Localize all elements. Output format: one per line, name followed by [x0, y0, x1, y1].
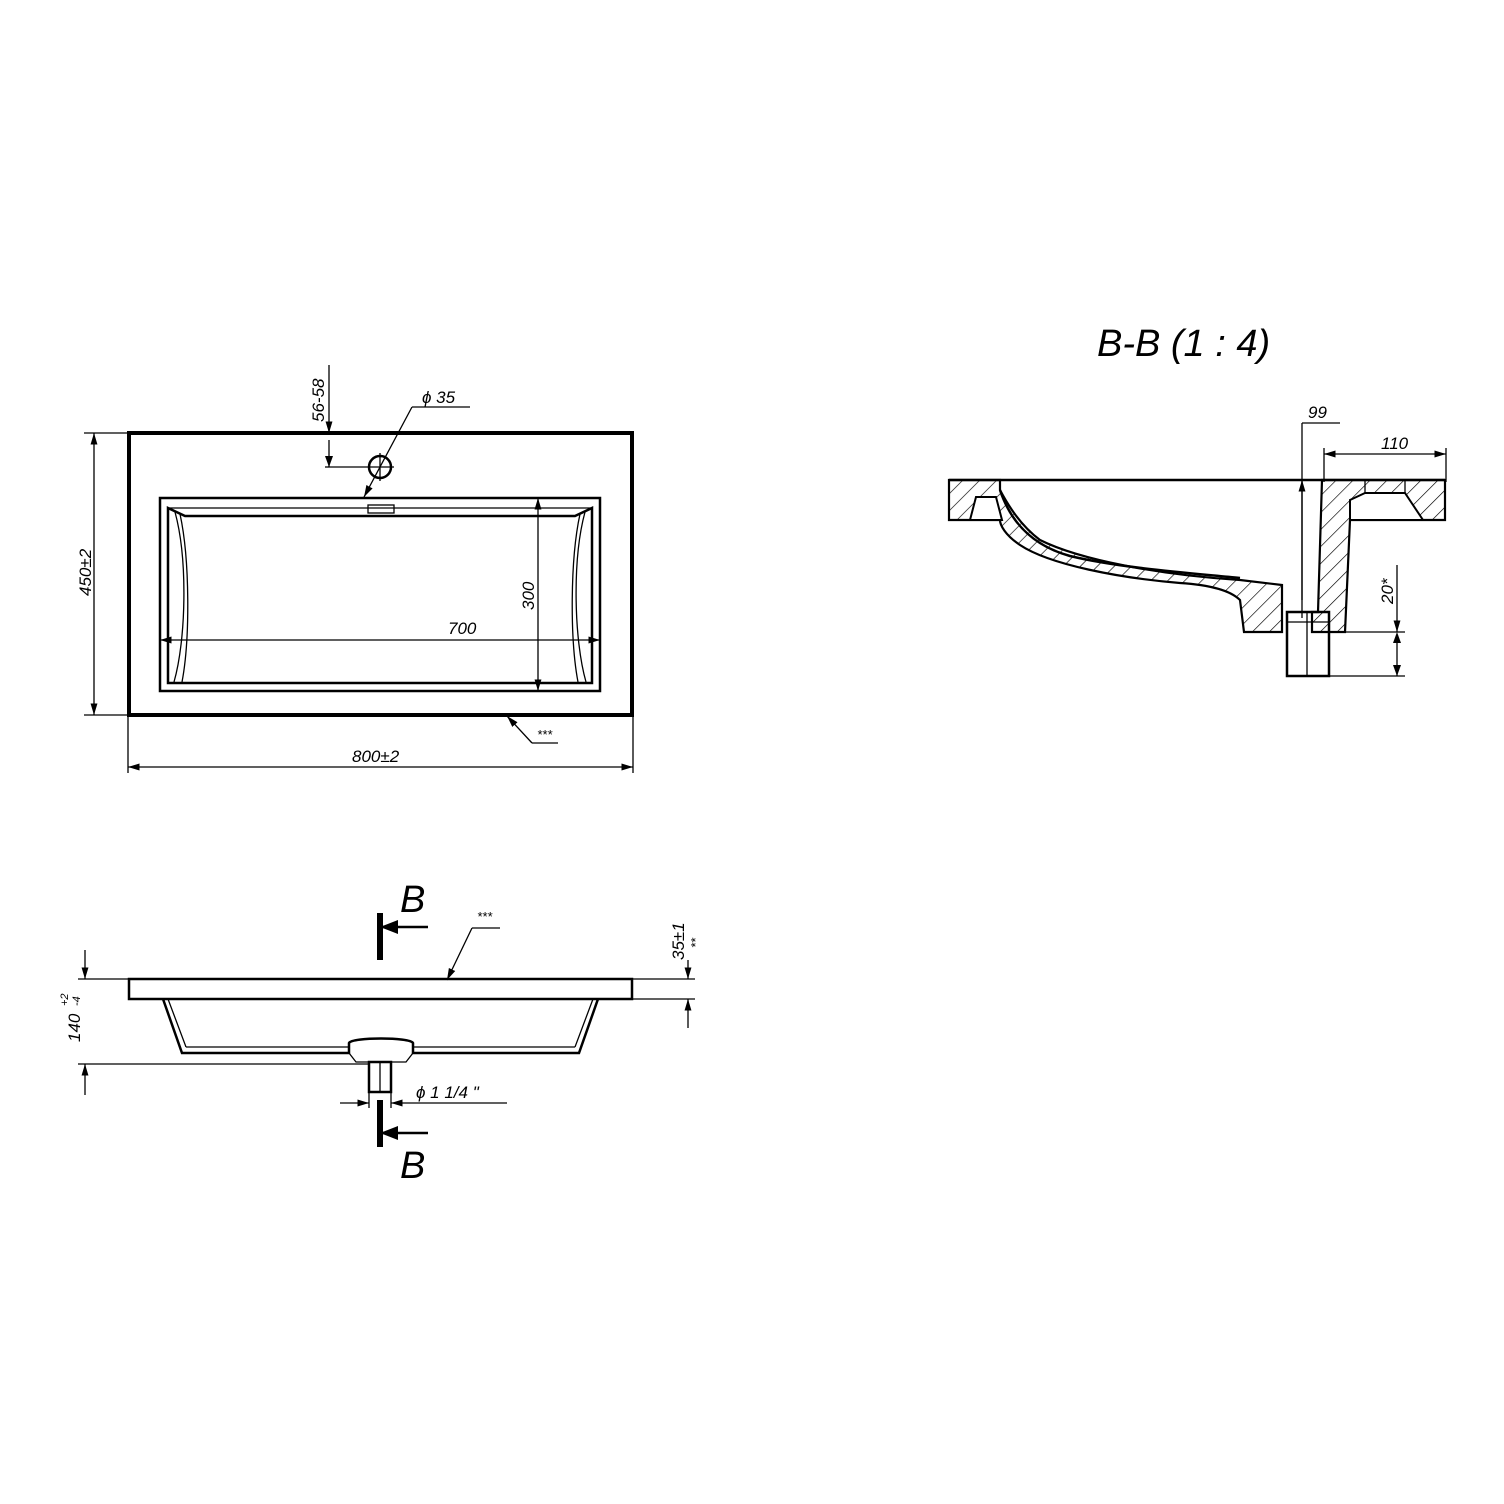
section-view: B-B (1 : 4) 99 110 20*	[947, 323, 1447, 678]
height-label: 140	[65, 1013, 84, 1042]
hole-diameter-label: ϕ 35	[422, 388, 456, 407]
front-body	[161, 998, 600, 1055]
outlet-height-label: 20*	[1378, 577, 1397, 605]
section-left-wall	[947, 478, 1284, 634]
overall-depth-label: 450±2	[76, 548, 95, 596]
section-letter-bottom: B	[400, 1145, 425, 1187]
front-rim	[127, 977, 634, 1001]
height-tol-lower: -4	[71, 996, 83, 1006]
hole-offset-label: 56-58	[309, 378, 328, 422]
shelf-width-label: 110	[1381, 434, 1409, 453]
front-view: B B *** 35±1 ** 140 +2 -4 ϕ 1 1/4 "	[59, 879, 703, 1187]
section-title: B-B (1 : 4)	[1097, 323, 1270, 365]
overall-width-label: 800±2	[352, 747, 400, 766]
front-edge-note: ***	[477, 909, 493, 924]
bowl-length-label: 700	[448, 619, 477, 638]
rim-thickness-note: **	[688, 937, 703, 948]
top-view-outline	[127, 431, 634, 717]
top-edge-note: ***	[537, 727, 553, 742]
drain-offset-label: 99	[1308, 403, 1327, 422]
drain-diameter-label: ϕ 1 1/4 "	[416, 1083, 480, 1102]
section-drain	[1285, 610, 1331, 678]
bowl-outline	[158, 496, 602, 693]
rim-thickness-label: 35±1	[669, 922, 688, 960]
section-letter-top: B	[400, 879, 425, 921]
bowl-width-label: 300	[519, 581, 538, 610]
height-tol-upper: +2	[59, 993, 71, 1006]
top-view: ϕ 35 56-58 700 300 450±2 800±2 ***	[76, 365, 634, 773]
